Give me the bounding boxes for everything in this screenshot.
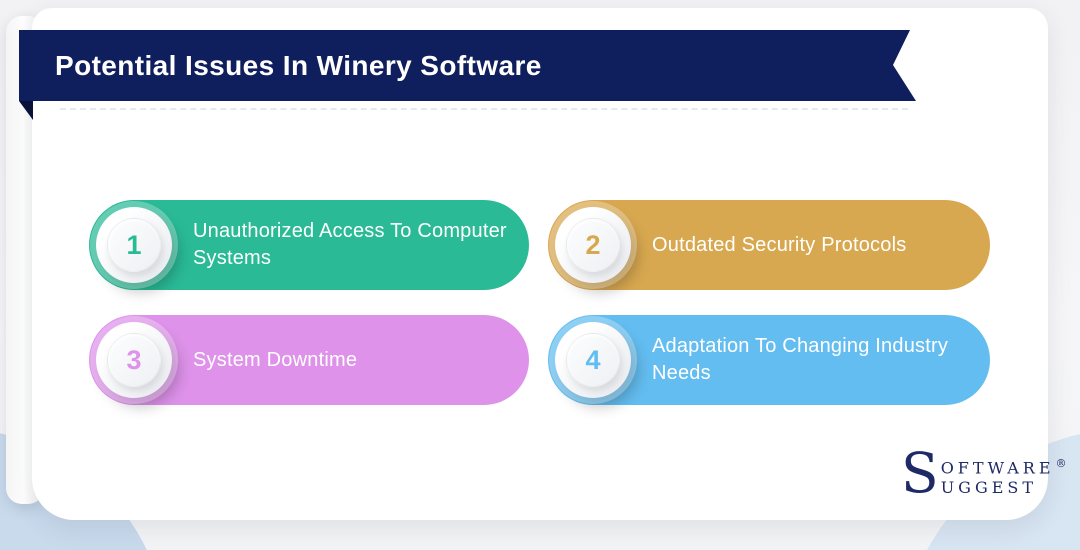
issue-pill-3: 3 System Downtime xyxy=(89,315,529,405)
issue-label-4: Adaptation To Changing Industry Needs xyxy=(652,335,949,384)
issue-pill-1: 1 Unauthorized Access To Computer System… xyxy=(89,200,529,290)
dashed-divider xyxy=(60,108,908,110)
number-badge-4: 4 xyxy=(555,322,631,398)
number-badge-inner-4: 4 xyxy=(566,333,620,387)
issue-pill-2: 2 Outdated Security Protocols xyxy=(548,200,990,290)
issue-label-2: Outdated Security Protocols xyxy=(652,233,907,256)
issue-label-3: System Downtime xyxy=(193,348,358,371)
number-badge-inner-2: 2 xyxy=(566,218,620,272)
title-ribbon: Potential Issues In Winery Software xyxy=(19,30,916,101)
issue-pill-4: 4 Adaptation To Changing Industry Needs xyxy=(548,315,990,405)
logo-initial: S xyxy=(901,441,939,505)
number-badge-3: 3 xyxy=(96,322,172,398)
number-badge-inner-3: 3 xyxy=(107,333,161,387)
logo-wordmark: OFTWARE® UGGEST xyxy=(941,457,1067,498)
logo-line-suggest: UGGEST xyxy=(940,478,1038,498)
number-badge-1: 1 xyxy=(96,207,172,283)
page-title: Potential Issues In Winery Software xyxy=(55,49,542,81)
issue-number-2: 2 xyxy=(585,229,601,260)
logo-line-software: OFTWARE® xyxy=(940,457,1067,478)
issue-label-1: Unauthorized Access To Computer Systems xyxy=(193,220,507,269)
number-badge-2: 2 xyxy=(555,207,631,283)
registered-mark-icon: ® xyxy=(1055,457,1067,470)
issue-number-1: 1 xyxy=(126,229,142,260)
issue-number-4: 4 xyxy=(585,344,601,375)
issue-number-3: 3 xyxy=(126,344,142,375)
softwaresuggest-logo: S OFTWARE® UGGEST xyxy=(901,441,1067,505)
number-badge-inner-1: 1 xyxy=(107,218,161,272)
